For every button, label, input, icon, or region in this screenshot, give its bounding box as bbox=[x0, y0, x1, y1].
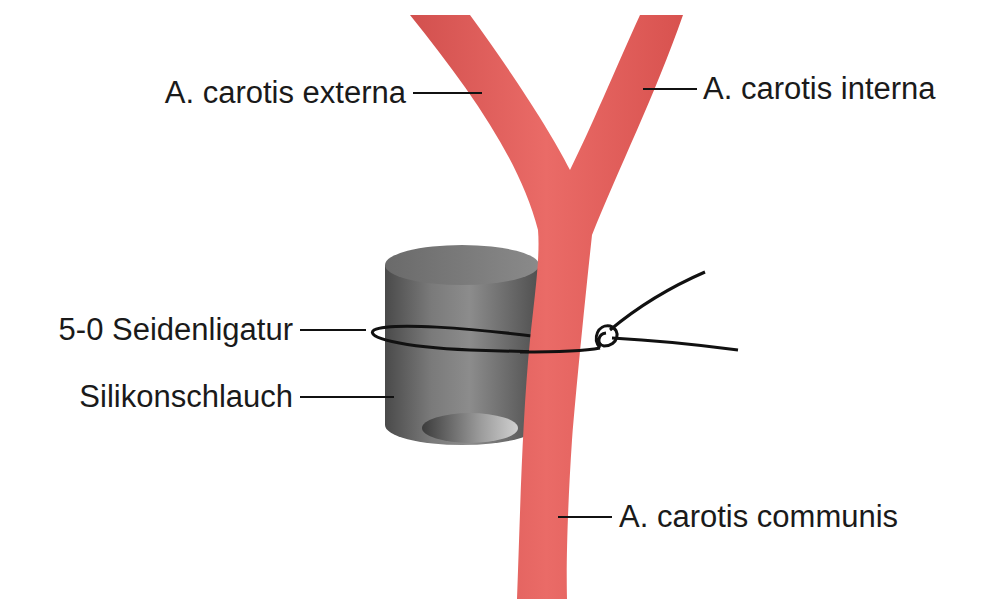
part-label: A. carotis communis bbox=[619, 500, 898, 534]
suture-back bbox=[372, 326, 540, 352]
leader-lines bbox=[300, 89, 697, 517]
part-label: Silikonschlauch bbox=[79, 380, 293, 414]
part-label: 5-0 Seidenligatur bbox=[59, 313, 293, 347]
part-label: A. carotis interna bbox=[703, 72, 936, 106]
silk-ligature bbox=[520, 272, 738, 352]
part-label: A. carotis externa bbox=[165, 76, 406, 110]
